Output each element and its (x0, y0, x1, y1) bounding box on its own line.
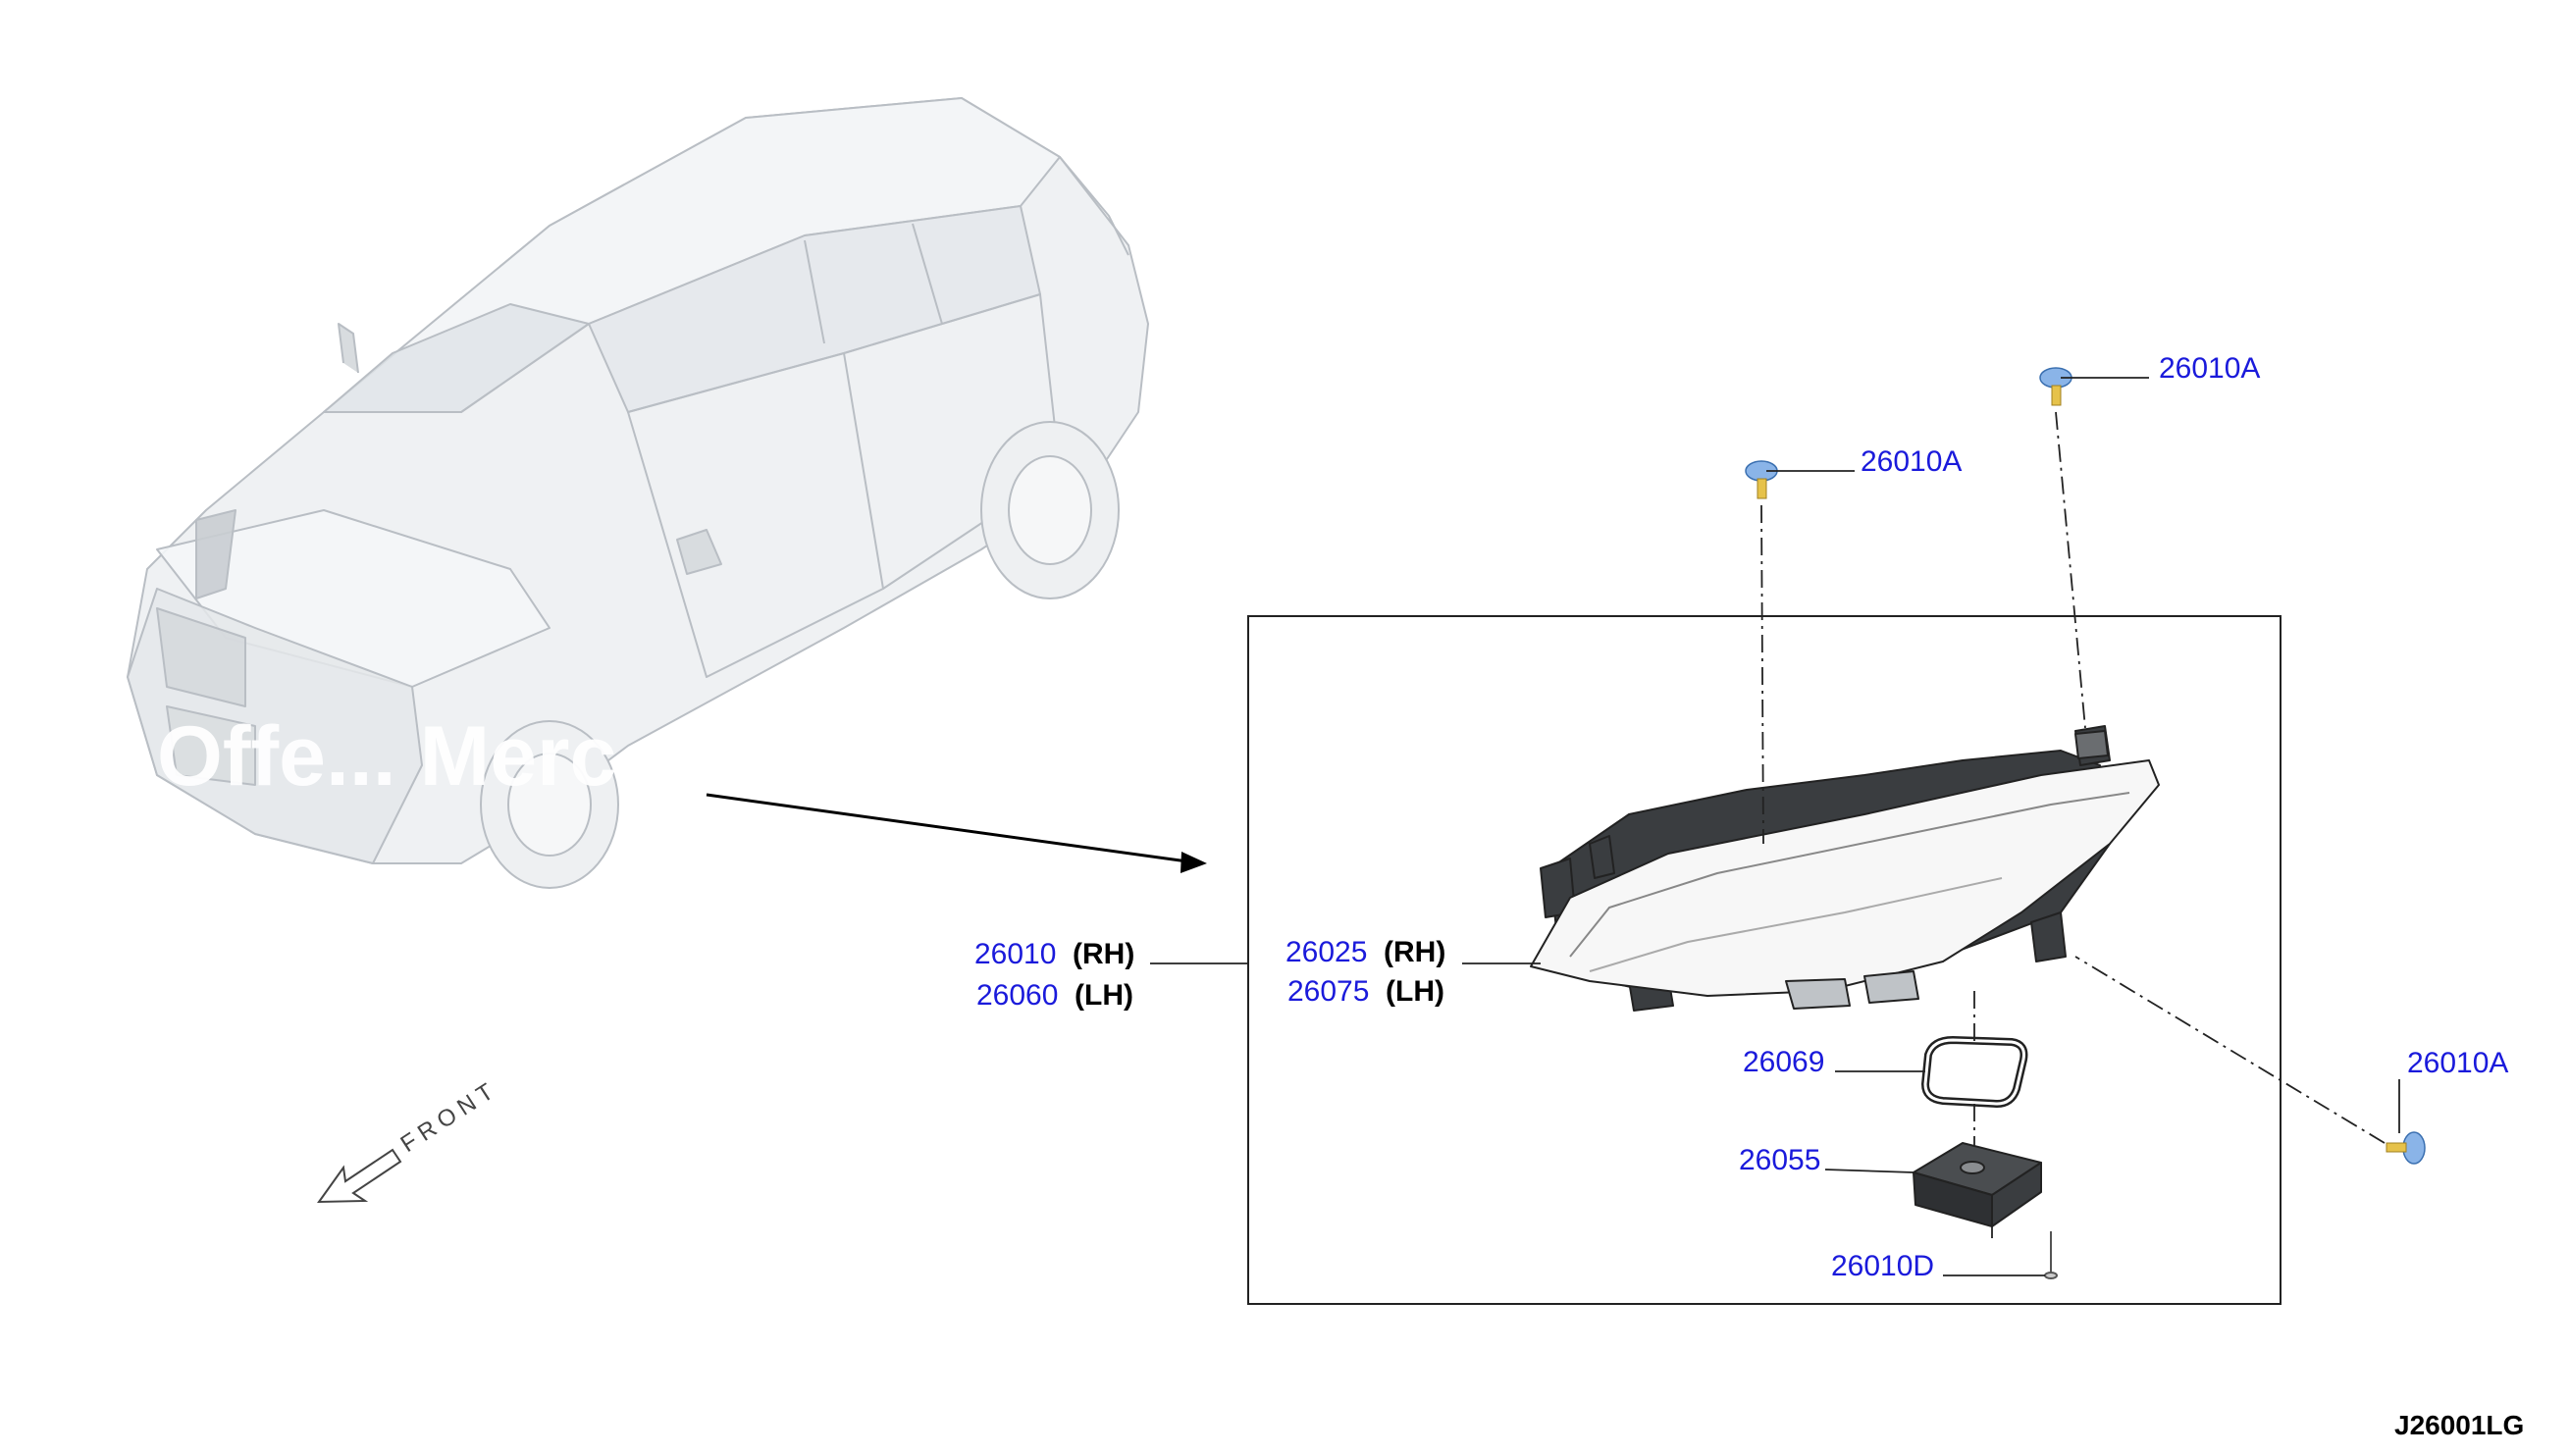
front-label: FRONT (396, 1075, 503, 1158)
detail-frame (1247, 615, 2282, 1305)
headlamp-assembly (1530, 725, 2160, 1012)
label-26025-side: (RH) (1384, 936, 1445, 968)
label-26010-side: (RH) (1073, 938, 1134, 970)
gasket-part (1920, 1035, 2028, 1109)
front-arrow-icon (317, 1148, 402, 1204)
watermark-text: Offe... Merc... (157, 709, 687, 804)
screw-26010a-top-mid (1745, 460, 1778, 499)
screw-26010a-right (2386, 1131, 2426, 1165)
label-26010a-right: 26010A (2407, 1047, 2508, 1079)
ballast-part (1913, 1142, 2042, 1227)
drawing-code: J26001LG (2394, 1410, 2524, 1440)
screw-26010a-top-right (2039, 367, 2072, 406)
label-26010a-top-mid: 26010A (1861, 445, 1962, 478)
label-26025: 26025 (1285, 936, 1367, 968)
label-26010: 26010 (974, 938, 1056, 970)
label-26075: 26075 (1287, 975, 1369, 1008)
part-labels: 26010A 26010A 26010A 26010 (RH) 26060 (L… (974, 352, 2508, 1282)
label-26060: 26060 (976, 979, 1058, 1012)
assembly-lines (1760, 411, 2386, 1238)
location-arrow (706, 793, 1207, 873)
label-26055: 26055 (1739, 1144, 1820, 1176)
screw-26010d (2044, 1231, 2058, 1279)
front-direction-indicator: FRONT (317, 1075, 503, 1204)
label-26069: 26069 (1743, 1046, 1824, 1078)
label-26060-side: (LH) (1075, 979, 1133, 1012)
label-26075-side: (LH) (1386, 975, 1444, 1008)
label-26010d: 26010D (1831, 1250, 1934, 1282)
label-26010a-top-right: 26010A (2159, 352, 2260, 385)
vehicle-illustration (127, 97, 1149, 889)
leader-lines (1150, 377, 2400, 1276)
